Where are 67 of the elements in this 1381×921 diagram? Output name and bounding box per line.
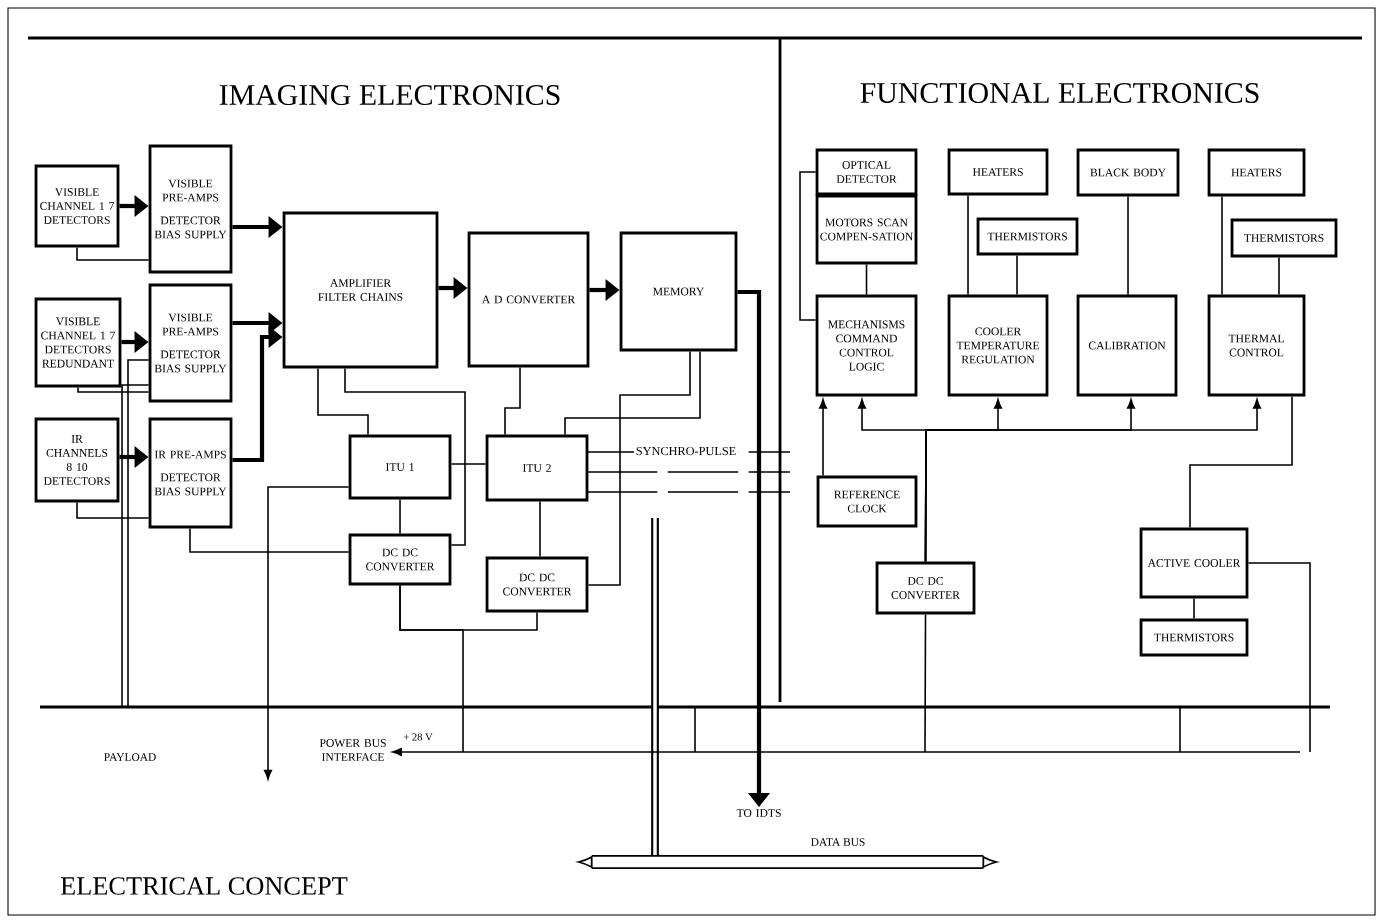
block-box: VISIBLE PRE-AMPS DETECTOR BIAS SUPPLY — [148, 144, 233, 274]
connector — [77, 386, 150, 393]
block-box: IR PRE-AMPS DETECTOR BIAS SUPPLY — [148, 417, 233, 529]
block-box: THERMISTORS — [976, 217, 1079, 256]
connector — [121, 384, 150, 708]
block-box: MEMORY — [619, 231, 738, 352]
section-heading: IMAGING ELECTRONICS — [219, 84, 560, 106]
connector — [924, 613, 927, 753]
block-box: OPTICAL DETECTOR — [815, 148, 918, 196]
block-box: HEATERS — [947, 148, 1049, 196]
arrow — [392, 748, 1301, 757]
text-label: PAYLOAD — [104, 753, 156, 761]
block-box: IR CHANNELS 8 10 DETECTORS — [34, 417, 120, 503]
connector — [865, 263, 868, 296]
connector — [1193, 597, 1195, 620]
block-box: VISIBLE CHANNEL 1 7 DETECTORS — [34, 164, 120, 248]
bus-label: DATA BUS — [811, 838, 865, 846]
block-box: MECHANISMS COMMAND CONTROL LOGIC — [815, 294, 918, 397]
connector — [127, 359, 150, 708]
bus-label: TO IDTS — [736, 809, 781, 817]
caption: ELECTRICAL CONCEPT — [60, 877, 348, 895]
block-box: MOTORS SCAN COMPEN-SATION — [815, 194, 918, 265]
connector — [1016, 254, 1018, 296]
block-box: ITU 2 — [485, 434, 589, 502]
arrow — [819, 398, 828, 477]
connector — [504, 366, 521, 436]
block-box: DC DC CONVERTER — [875, 561, 976, 615]
block-box: HEATERS — [1207, 148, 1306, 197]
connector — [1189, 395, 1293, 529]
connector — [539, 500, 541, 558]
connector — [189, 527, 350, 553]
connector — [564, 350, 701, 436]
arrow — [924, 398, 1262, 563]
connector — [450, 463, 487, 465]
block-box: CALIBRATION — [1076, 294, 1178, 397]
connector — [344, 367, 466, 546]
block-box: DC DC CONVERTER — [485, 556, 589, 613]
connector — [587, 350, 691, 586]
block-box: THERMISTORS — [1139, 618, 1249, 657]
connector — [967, 194, 969, 296]
connector — [799, 171, 817, 321]
block-box: VISIBLE CHANNEL 1 7 DETECTORS REDUNDANT — [34, 297, 122, 388]
block-box: BLACK BODY — [1076, 148, 1180, 197]
connector — [1278, 256, 1280, 296]
block-box: A D CONVERTER — [467, 231, 590, 368]
connector — [1247, 562, 1311, 753]
block-box: REFERENCE CLOCK — [816, 475, 918, 528]
block-box: THERMISTORS — [1230, 218, 1338, 258]
connector — [399, 584, 464, 753]
edge-label: + 28 V — [401, 731, 435, 743]
block-box: DC DC CONVERTER — [348, 533, 452, 586]
connector — [1221, 195, 1223, 296]
connector — [76, 246, 150, 261]
block-box: AMPLIFIER FILTER CHAINS — [282, 211, 439, 369]
section-heading: FUNCTIONAL ELECTRONICS — [860, 82, 1259, 104]
block-box: ITU 1 — [348, 434, 452, 500]
block-box: THERMAL CONTROL — [1207, 294, 1306, 397]
connector — [1127, 195, 1129, 296]
block-box: COOLER TEMPERATURE REGULATION — [947, 294, 1049, 397]
arrow — [263, 486, 350, 780]
connector — [399, 498, 401, 535]
connector — [76, 501, 150, 519]
connector — [317, 367, 369, 436]
block-box: VISIBLE PRE-AMPS DETECTOR BIAS SUPPLY — [148, 283, 233, 403]
block-box: ACTIVE COOLER — [1139, 527, 1249, 599]
bus-label: POWER BUS INTERFACE — [319, 739, 386, 761]
signal-label: SYNCHRO-PULSE — [634, 445, 738, 457]
